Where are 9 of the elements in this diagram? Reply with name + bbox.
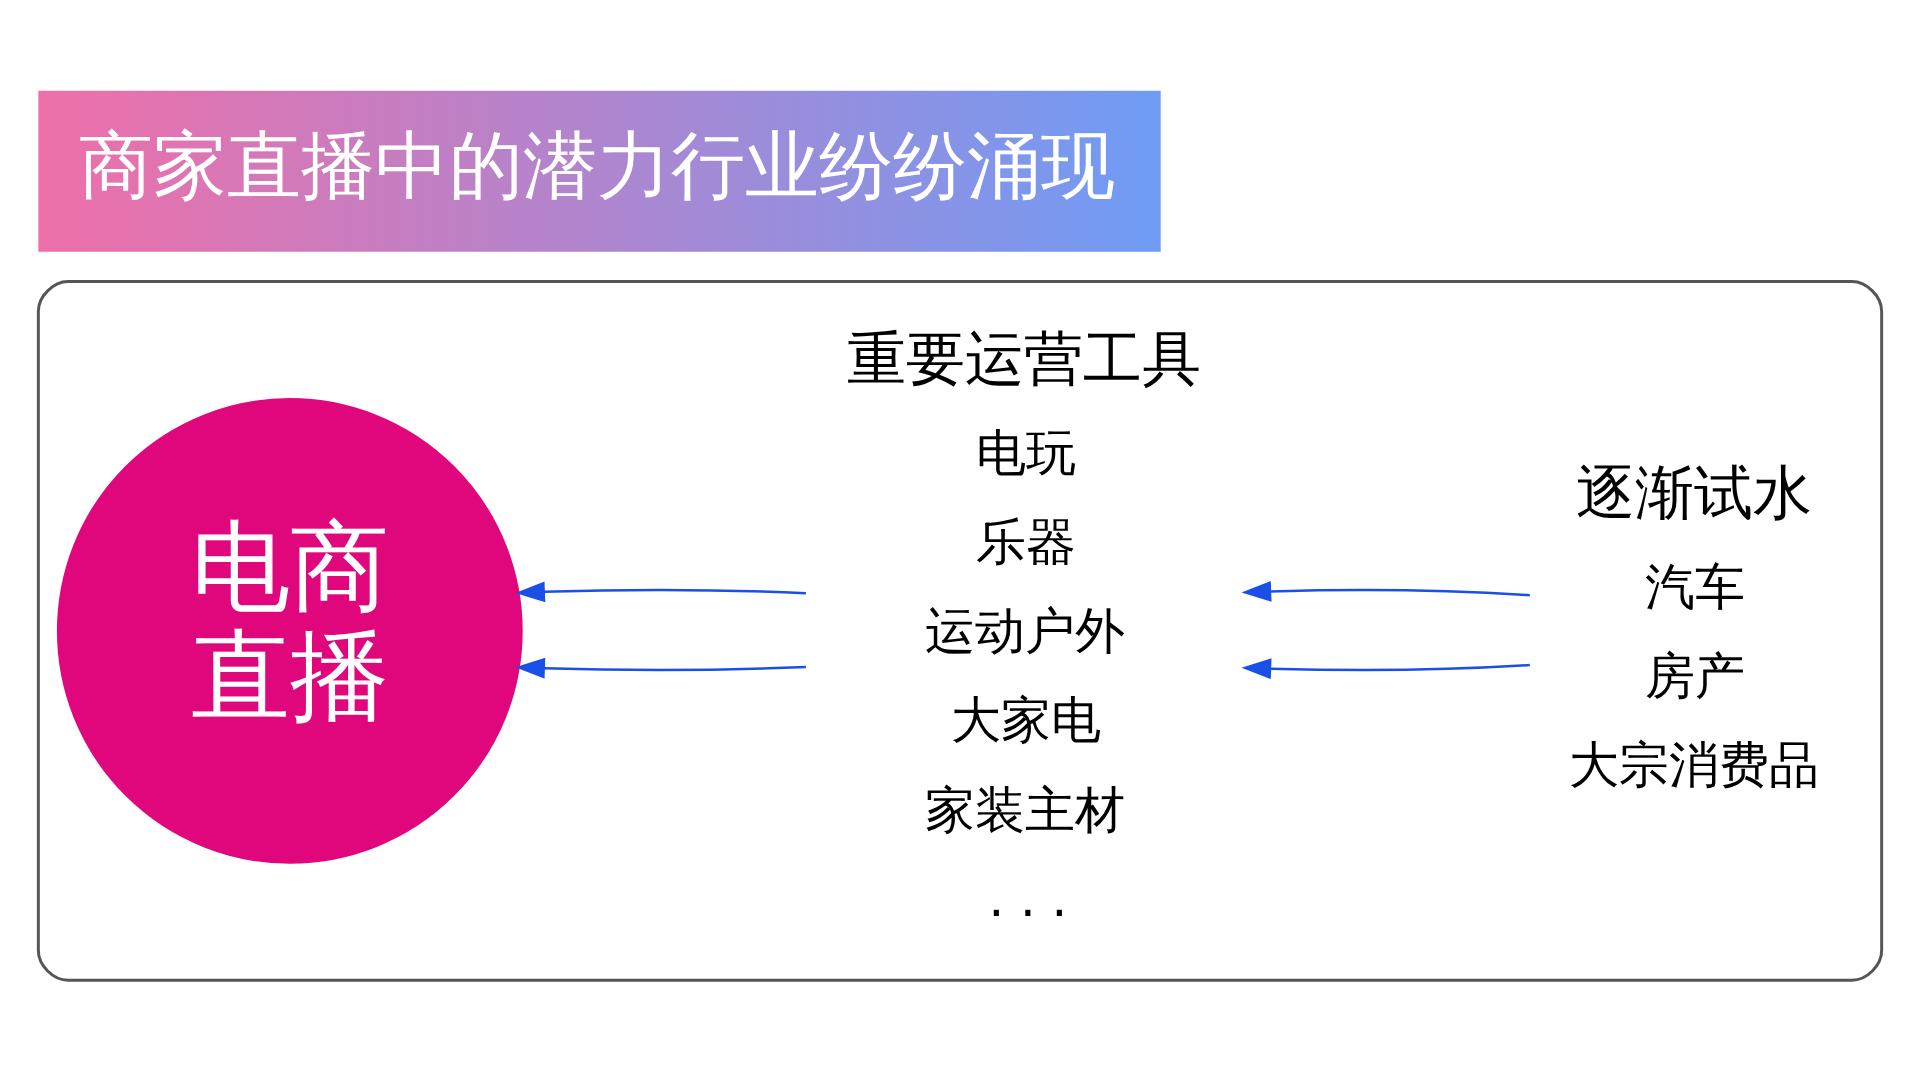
node-text: 逐渐试水 汽车 房产 大宗消费品 bbox=[1569, 457, 1820, 794]
node-circle: 电商直播 bbox=[56, 397, 523, 864]
cluster bbox=[36, 279, 1884, 982]
diagram-title: 商家直播中的潜力行业纷纷涌现 bbox=[79, 121, 1116, 209]
arrow bbox=[515, 580, 806, 602]
arrow bbox=[1241, 580, 1530, 602]
arrow bbox=[1241, 657, 1530, 679]
arrow bbox=[515, 657, 806, 679]
node-text: 重要运营工具 电玩 乐器 运动户外 大家电 家装主材 . . . bbox=[847, 323, 1202, 928]
